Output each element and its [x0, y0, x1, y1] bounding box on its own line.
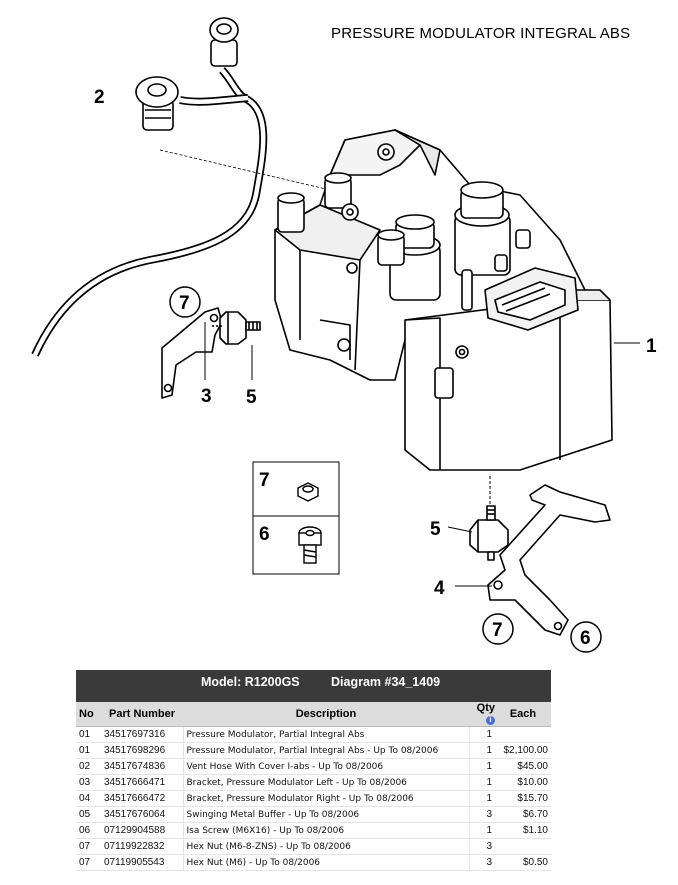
bracket-left	[161, 307, 223, 399]
diagram-label: Diagram #34_1409	[331, 675, 441, 689]
cell-each	[495, 838, 551, 855]
cell-qty: 1	[469, 822, 495, 839]
cell-no: 01	[76, 726, 101, 743]
hardware-inset	[252, 461, 340, 575]
callout-6-inset: 6	[259, 524, 270, 545]
cell-qty: 3	[469, 806, 495, 823]
cell-no: 07	[76, 854, 101, 871]
callout-5-right: 5	[430, 519, 441, 540]
cell-each: $1.10	[495, 822, 551, 839]
exploded-parts-diagram: 2 1 7 3 5 7 6 5 4 7 6	[31, 17, 657, 653]
col-qty: Qtyi	[469, 702, 495, 727]
cell-no: 04	[76, 790, 101, 807]
col-qty-label: Qty	[476, 702, 495, 714]
cell-qty: 1	[469, 774, 495, 791]
cell-qty: 3	[469, 854, 495, 871]
cell-no: 01	[76, 742, 101, 759]
parts-table: Model: R1200GS Diagram #34_1409 No Part …	[76, 670, 551, 871]
callout-circle-6-right	[570, 621, 602, 653]
cell-qty: 1	[469, 758, 495, 775]
cell-description[interactable]: Vent Hose With Cover I-abs - Up To 08/20…	[182, 758, 470, 775]
col-description: Description	[183, 702, 469, 727]
cell-each: $6.70	[495, 806, 551, 823]
cell-part-number[interactable]: 34517666471	[101, 774, 183, 791]
cell-part-number[interactable]: 07119922832	[101, 838, 183, 855]
callout-7-right: 7	[492, 620, 503, 641]
metal-buffer-left	[210, 311, 261, 345]
cell-no: 06	[76, 822, 101, 839]
cell-description[interactable]: Pressure Modulator, Partial Integral Abs…	[182, 742, 470, 759]
bracket-right	[487, 484, 611, 636]
cell-no: 07	[76, 838, 101, 855]
cell-each: $0.50	[495, 854, 551, 871]
col-each: Each	[495, 702, 551, 727]
callout-circle-7-left	[169, 286, 201, 318]
cell-qty: 3	[469, 838, 495, 855]
cell-part-number[interactable]: 07119905543	[101, 854, 183, 871]
metal-buffer-right	[469, 505, 509, 561]
cell-qty: 1	[469, 726, 495, 743]
info-icon[interactable]: i	[486, 715, 495, 725]
callout-4: 4	[434, 578, 445, 599]
cell-part-number[interactable]: 34517674836	[101, 758, 183, 775]
pressure-modulator-body	[274, 129, 613, 471]
valve-cylinder-3	[377, 229, 405, 266]
valve-cylinder-5	[324, 172, 352, 209]
cell-each: $15.70	[495, 790, 551, 807]
cell-each	[495, 726, 551, 743]
hex-nut-icon	[297, 482, 319, 502]
cell-each: $2,100.00	[495, 742, 551, 759]
cell-description[interactable]: Bracket, Pressure Modulator Left - Up To…	[182, 774, 470, 791]
valve-cylinder-4	[277, 192, 305, 233]
socket-screw-icon	[298, 526, 322, 564]
callout-2: 2	[94, 87, 105, 108]
cell-description[interactable]: Hex Nut (M6-8-ZNS) - Up To 08/2006	[182, 838, 470, 855]
cell-qty: 1	[469, 742, 495, 759]
callout-circle-7-right	[482, 613, 514, 645]
cell-no: 05	[76, 806, 101, 823]
callout-7-left: 7	[179, 293, 190, 314]
callout-6-right: 6	[580, 628, 591, 649]
col-no: No	[76, 702, 101, 727]
col-part-number: Part Number	[101, 702, 183, 727]
cell-description[interactable]: Bracket, Pressure Modulator Right - Up T…	[182, 790, 470, 807]
cell-part-number[interactable]: 34517698296	[101, 742, 183, 759]
diagram-title: PRESSURE MODULATOR INTEGRAL ABS	[331, 25, 631, 42]
cell-description[interactable]: Hex Nut (M6) - Up To 08/2006	[182, 854, 470, 871]
cell-part-number[interactable]: 34517666472	[101, 790, 183, 807]
callout-7-inset: 7	[259, 470, 270, 491]
cell-no: 03	[76, 774, 101, 791]
cell-each: $45.00	[495, 758, 551, 775]
column-header-row: No Part Number Description Qtyi Each	[76, 702, 551, 727]
hose-cap-upper	[209, 17, 239, 67]
cell-no: 02	[76, 758, 101, 775]
cell-each: $10.00	[495, 774, 551, 791]
cell-description[interactable]: Isa Screw (M6X16) - Up To 08/2006	[182, 822, 470, 839]
cell-part-number[interactable]: 34517697316	[101, 726, 183, 743]
callout-3: 3	[201, 386, 212, 407]
cell-part-number[interactable]: 07129904588	[101, 822, 183, 839]
cell-part-number[interactable]: 34517676064	[101, 806, 183, 823]
hose-cap-lower	[135, 76, 179, 131]
table-header-bar: Model: R1200GS Diagram #34_1409	[76, 670, 551, 702]
cell-description[interactable]: Swinging Metal Buffer - Up To 08/2006	[182, 806, 470, 823]
cell-description[interactable]: Pressure Modulator, Partial Integral Abs	[182, 726, 470, 743]
callout-1: 1	[646, 336, 657, 357]
cell-qty: 1	[469, 790, 495, 807]
callout-5-left: 5	[246, 387, 257, 408]
model-label: Model: R1200GS	[201, 675, 300, 689]
